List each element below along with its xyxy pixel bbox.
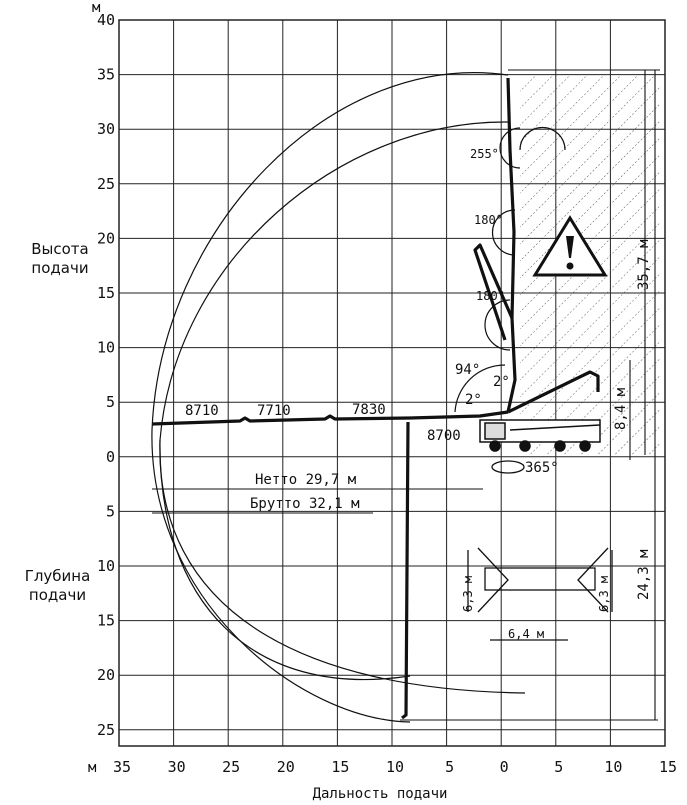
bottom-tick: 30 [168, 758, 186, 776]
left-tick: 20 [97, 666, 115, 684]
outrigger-front: 6,3 м [461, 576, 475, 612]
left-tick: 10 [97, 339, 115, 357]
unit-bottom: м [88, 760, 97, 776]
angle-180-upper: 180° [474, 213, 503, 227]
left-tick: 5 [106, 502, 115, 520]
bottom-tick: 5 [445, 758, 454, 776]
angle-255: 255° [470, 147, 499, 161]
reach-label: Дальность подачи [312, 786, 448, 802]
bottom-tick: 5 [554, 758, 563, 776]
bottom-tick: 20 [277, 758, 295, 776]
left-tick: 5 [106, 393, 115, 411]
grid-lines [119, 20, 665, 746]
boom-extended [151, 77, 600, 720]
rotation-ellipse [491, 460, 525, 474]
section-4: 8700 [427, 428, 461, 444]
section-3: 7830 [352, 402, 386, 418]
gross-reach: Брутто 32,1 м [250, 496, 360, 512]
fold-arcs [454, 126, 566, 413]
dimension-lines [152, 69, 660, 721]
bottom-tick: 15 [331, 758, 349, 776]
angle-180-lower: 180° [476, 289, 505, 303]
reach-envelope [151, 72, 526, 723]
bottom-tick: 10 [604, 758, 622, 776]
outrigger-plan [467, 547, 613, 641]
bottom-tick: 10 [386, 758, 404, 776]
left-tick: 0 [106, 448, 115, 466]
unit-top: м [92, 0, 101, 16]
net-reach: Нетто 29,7 м [255, 472, 357, 488]
left-tick: 35 [97, 66, 115, 84]
left-tick: 15 [97, 284, 115, 302]
depth-label: Глубина подачи [24, 567, 91, 604]
total-height: 35,7 м [636, 239, 652, 290]
bottom-tick: 15 [659, 758, 677, 776]
depth: 24,3 м [636, 549, 652, 600]
rotation-label: 365° [525, 460, 559, 476]
truck-icon [479, 419, 601, 452]
angle-94: 94° [455, 362, 480, 378]
bottom-tick: 35 [113, 758, 131, 776]
section-1: 8710 [185, 403, 219, 419]
section-2: 7710 [257, 403, 291, 419]
left-tick: 40 [97, 11, 115, 29]
pivot-height: 8,4 м [613, 387, 629, 430]
left-tick-labels: 40 35 30 25 20 15 10 5 0 5 10 15 20 25 [97, 11, 115, 739]
angle-2-a: 2° [493, 374, 510, 390]
bottom-tick: 0 [500, 758, 509, 776]
bottom-tick: 25 [222, 758, 240, 776]
left-tick: 10 [97, 557, 115, 575]
left-tick: 20 [97, 229, 115, 247]
left-tick: 25 [97, 175, 115, 193]
outrigger-rear: 6,3 м [597, 576, 611, 612]
left-tick: 25 [97, 721, 115, 739]
angle-2-b: 2° [465, 392, 482, 408]
warning-sign-icon [532, 215, 608, 277]
outrigger-spread: 6,4 м [508, 627, 544, 641]
bottom-tick-labels: 35 30 25 20 15 10 5 0 5 10 15 [113, 758, 677, 776]
height-label: Высота подачи [31, 240, 89, 277]
left-tick: 15 [97, 612, 115, 630]
left-tick: 30 [97, 120, 115, 138]
